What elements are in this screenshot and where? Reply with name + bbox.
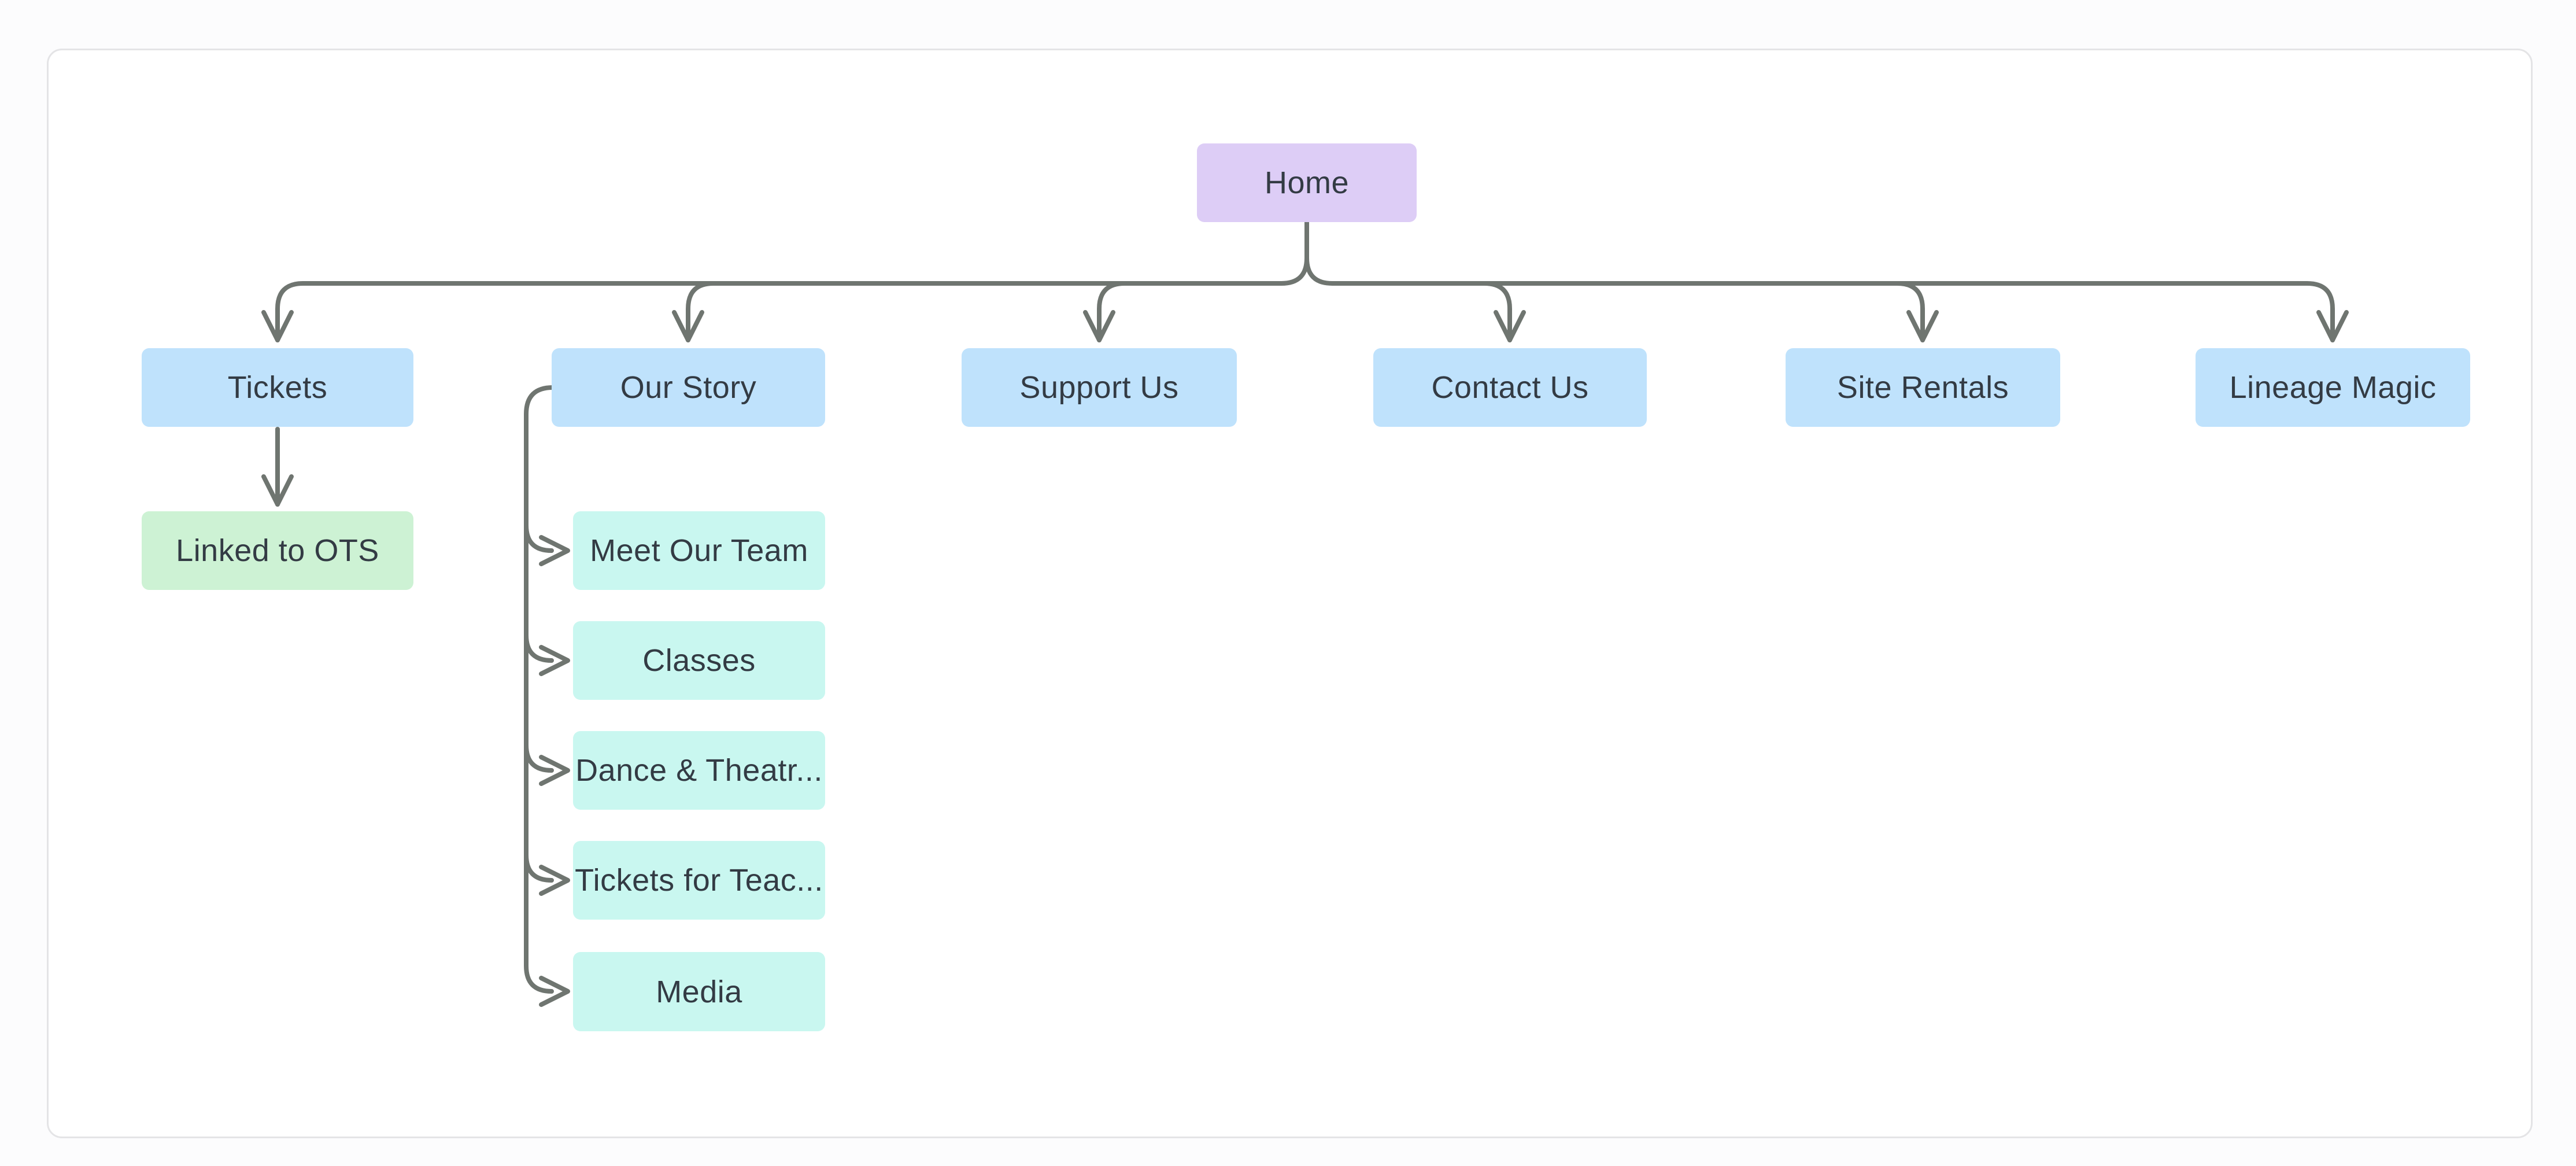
edge-our-story-to-dance-theatre: [524, 743, 570, 786]
node-tickets-for-teachers[interactable]: Tickets for Teac...: [573, 841, 825, 920]
node-home[interactable]: Home: [1197, 143, 1417, 222]
node-dance-theatre[interactable]: Dance & Theatr...: [573, 731, 825, 810]
edge-home-to-contact-us: [1482, 281, 1526, 342]
arrowhead-right-icon: [539, 865, 570, 896]
node-tickets[interactable]: Tickets: [142, 348, 413, 427]
arrowhead-down-icon: [1494, 310, 1526, 342]
arrowhead-down-icon: [261, 310, 294, 342]
arrowhead-down-icon: [1083, 310, 1115, 342]
arrowhead-down-icon: [1906, 310, 1939, 342]
node-lineage-magic[interactable]: Lineage Magic: [2196, 348, 2470, 427]
edge-home-to-site-rentals: [1895, 281, 1939, 342]
edge-home-to-tickets: [261, 220, 1309, 342]
edge-home-to-our-story: [672, 281, 716, 342]
node-classes[interactable]: Classes: [573, 621, 825, 700]
node-meet-our-team[interactable]: Meet Our Team: [573, 511, 825, 590]
edge-our-story-to-meet-our-team: [524, 523, 570, 566]
edge-home-to-support-us: [1083, 281, 1127, 342]
arrowhead-right-icon: [539, 645, 570, 676]
diagram-card: [47, 49, 2533, 1138]
edge-home-to-lineage-magic: [1304, 220, 2349, 342]
node-support-us[interactable]: Support Us: [962, 348, 1237, 427]
edge-tickets-to-linked-to-ots: [261, 427, 294, 507]
arrowhead-right-icon: [539, 976, 570, 1007]
arrowhead-down-icon: [261, 474, 294, 507]
node-our-story[interactable]: Our Story: [552, 348, 825, 427]
node-site-rentals[interactable]: Site Rentals: [1786, 348, 2060, 427]
arrowhead-right-icon: [539, 535, 570, 566]
arrowhead-down-icon: [672, 310, 704, 342]
edge-our-story-spine: [524, 385, 570, 1007]
node-media[interactable]: Media: [573, 952, 825, 1031]
edge-our-story-to-tickets-for-teachers: [524, 853, 570, 896]
node-linked-to-ots[interactable]: Linked to OTS: [142, 511, 413, 590]
edge-our-story-to-classes: [524, 633, 570, 676]
arrowhead-right-icon: [539, 755, 570, 786]
arrowhead-down-icon: [2316, 310, 2349, 342]
node-contact-us[interactable]: Contact Us: [1373, 348, 1647, 427]
